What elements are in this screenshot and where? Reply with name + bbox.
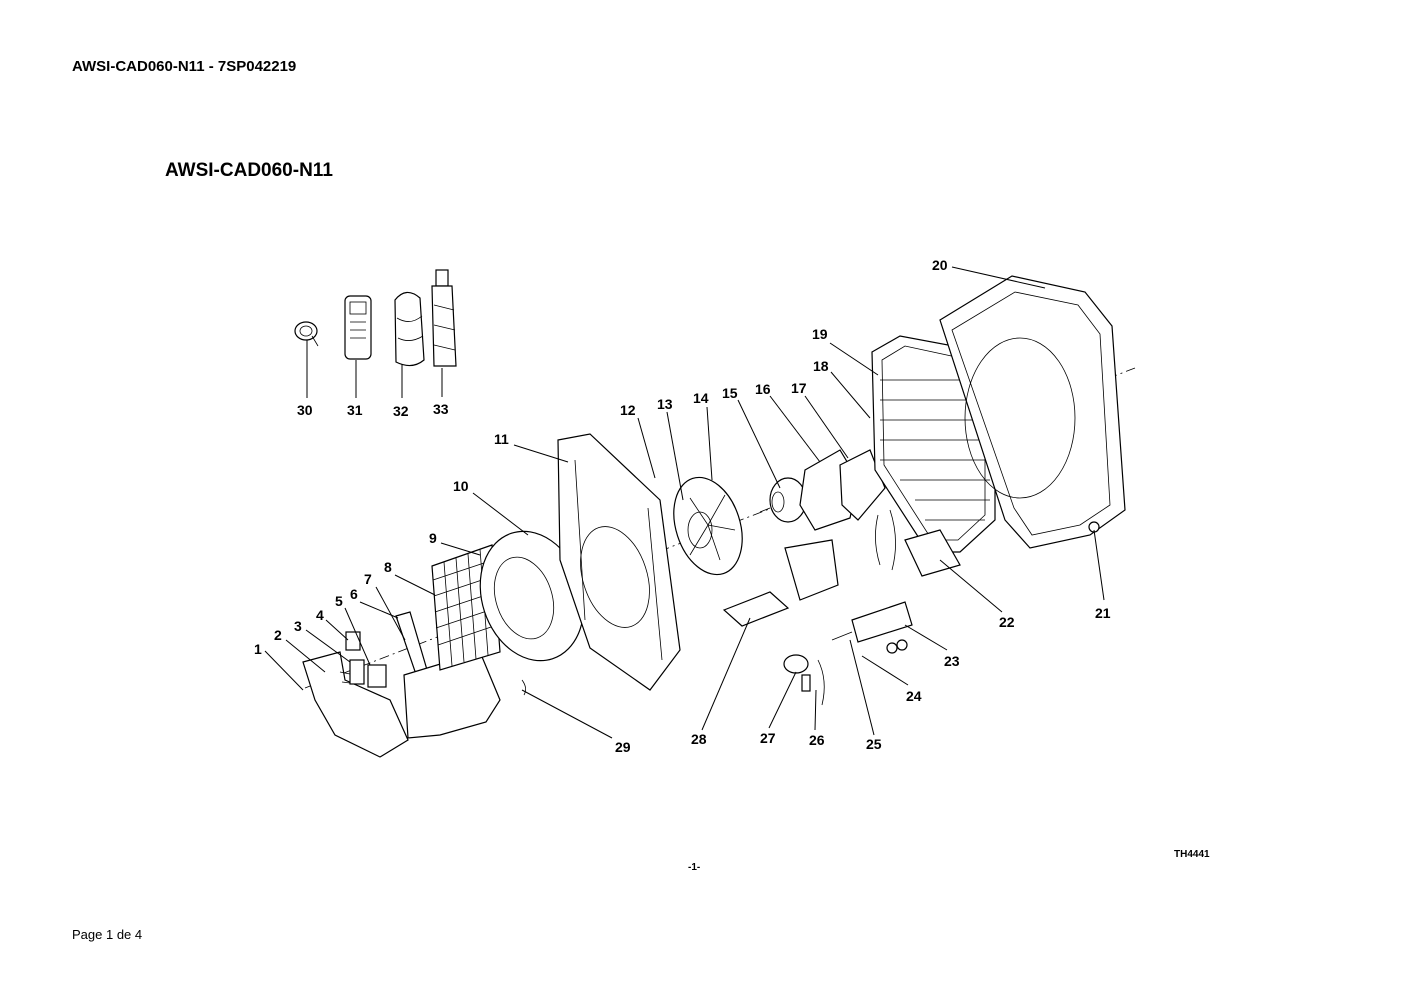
- callout-32: 32: [393, 403, 409, 419]
- leader-lines: [264, 266, 1105, 739]
- callout-7: 7: [364, 571, 372, 587]
- callout-2: 2: [274, 627, 282, 643]
- drawing-code: TH4441: [1174, 849, 1210, 860]
- callout-17: 17: [791, 380, 807, 396]
- callout-6: 6: [350, 586, 358, 602]
- callout-23: 23: [944, 653, 960, 669]
- callout-28: 28: [691, 731, 707, 747]
- drain-hose-drawing: [431, 269, 457, 367]
- callout-24: 24: [906, 688, 922, 704]
- callout-20: 20: [932, 257, 948, 273]
- callout-12: 12: [620, 402, 636, 418]
- callout-18: 18: [813, 358, 829, 374]
- mounting-bracket-drawing: [784, 539, 839, 601]
- page-footer: Page 1 de 4: [72, 927, 143, 942]
- diagram-title: AWSI-CAD060-N11: [165, 160, 333, 181]
- callout-33: 33: [433, 401, 449, 417]
- refrigerant-piping-drawing: [875, 509, 896, 571]
- callout-9: 9: [429, 530, 437, 546]
- callout-labels: 1 2 3 4 5 6 7 8 9 10 11 12 13 14 15 16 1…: [254, 257, 1111, 755]
- callout-22: 22: [999, 614, 1015, 630]
- motor-mount-drawing: [799, 449, 886, 531]
- circuit-board-drawing: [722, 591, 790, 627]
- callout-15: 15: [722, 385, 738, 401]
- callout-25: 25: [866, 736, 882, 752]
- callout-27: 27: [760, 730, 776, 746]
- callout-4: 4: [316, 607, 324, 623]
- main-frame-drawing: [557, 433, 681, 691]
- callout-13: 13: [657, 396, 673, 412]
- callout-21: 21: [1095, 605, 1111, 621]
- callout-16: 16: [755, 381, 771, 397]
- callout-19: 19: [812, 326, 828, 342]
- callout-1: 1: [254, 641, 262, 657]
- electrical-components-drawing: [339, 631, 387, 688]
- callout-8: 8: [384, 559, 392, 575]
- valve-assembly-drawing: [831, 601, 913, 654]
- remote-control-drawing: [344, 295, 372, 360]
- fan-impeller-drawing: [673, 476, 743, 576]
- callout-3: 3: [294, 618, 302, 634]
- callout-10: 10: [453, 478, 469, 494]
- spring-clip-drawing: [521, 679, 526, 696]
- insulation-sleeve-drawing: [394, 291, 425, 367]
- front-cover-panel-drawing: [302, 651, 409, 758]
- callout-29: 29: [615, 739, 631, 755]
- fan-motor-drawing: [759, 477, 807, 523]
- callout-14: 14: [693, 390, 709, 406]
- callout-5: 5: [335, 593, 343, 609]
- callout-26: 26: [809, 732, 825, 748]
- callout-30: 30: [297, 402, 313, 418]
- page-marker: -1-: [688, 862, 701, 873]
- document-header-title: AWSI-CAD060-N11 - 7SP042219: [72, 58, 297, 75]
- callout-31: 31: [347, 402, 363, 418]
- accessory-clip-drawing: [294, 321, 319, 347]
- outer-casing-drawing: [939, 275, 1126, 549]
- callout-11: 11: [494, 431, 509, 447]
- drain-pan-drawing: [904, 529, 961, 577]
- float-switch-drawing: [783, 654, 825, 706]
